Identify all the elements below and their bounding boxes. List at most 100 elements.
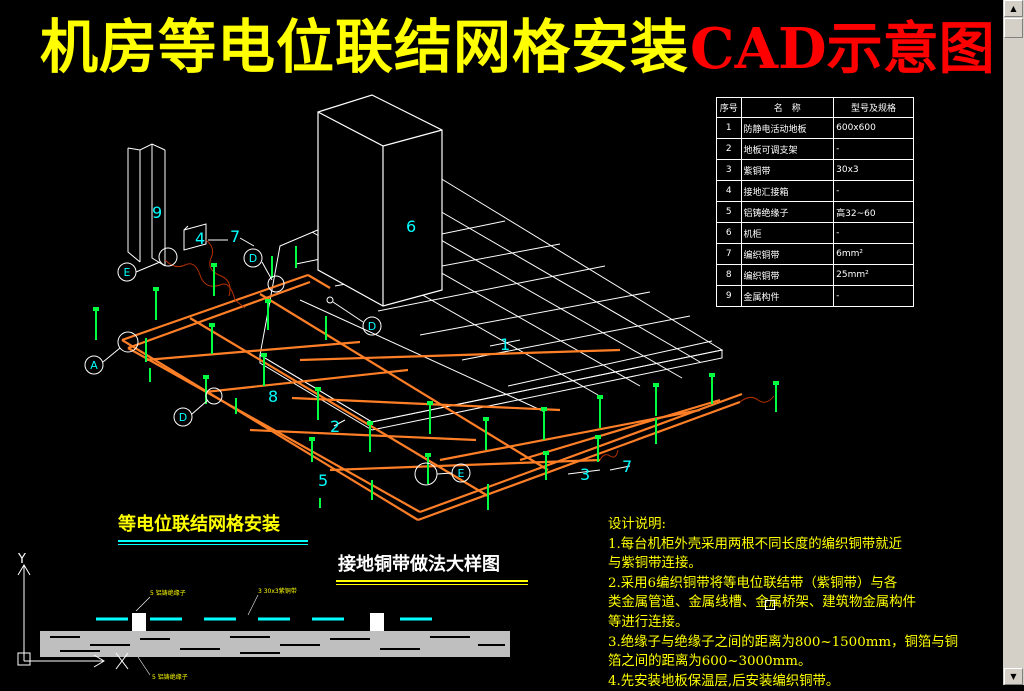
label-insulator: 5 <box>318 471 328 490</box>
table-cell: 6 <box>716 222 742 244</box>
ucs-axis-label: Y <box>17 552 26 567</box>
table-header: 型号及规格 <box>833 97 914 118</box>
table-cell: 3 <box>716 159 742 181</box>
metal-member <box>127 143 166 267</box>
bubble-e-2: E <box>458 467 465 480</box>
table-cell: 金属构件 <box>740 285 835 307</box>
isometric-grid-diagram: 1 2 3 4 5 6 7 7 8 9 A D D D E E <box>84 94 779 522</box>
strap-detail-drawing: Y 5 铝铸绝缘子 3 <box>17 552 510 681</box>
drawing-title: 机房等电位联结网格安装 <box>40 13 690 81</box>
section-title-detail: 接地铜带做法大样图 <box>338 554 500 575</box>
title-underline <box>118 540 308 542</box>
scroll-down-button[interactable]: ▼ <box>1004 668 1023 685</box>
table-cell: 4 <box>716 180 742 202</box>
table-cell: 9 <box>716 285 742 307</box>
label-cabinet: 6 <box>406 217 416 236</box>
notes-line: 类金属管道、金属线槽、金属桥架、建筑物金属构件 <box>608 595 916 611</box>
table-cell: 地板可调支架 <box>740 138 835 160</box>
notes-heading: 设计说明: <box>608 517 667 532</box>
notes-line: 2.采用6编织铜带将等电位联结带（紫铜带）与各 <box>608 575 898 591</box>
notes-line: 4.先安装地板保温层,后安装编织铜带。 <box>608 673 840 689</box>
notes-line: 箔之间的距离为600~3000mm。 <box>608 654 812 670</box>
copper-straps <box>121 273 743 522</box>
table-cell: 编织铜带 <box>740 264 835 286</box>
bubble-a: A <box>90 359 98 372</box>
table-cell: 8 <box>716 264 742 286</box>
cursor-marker <box>765 600 775 610</box>
bonding-box <box>183 223 207 251</box>
table-cell: 6mm² <box>833 243 914 265</box>
slab-hatch <box>40 631 510 657</box>
label-copper-strap: 3 <box>580 465 590 484</box>
detail-leaders <box>135 594 259 676</box>
notes-line: 3.绝缘子与绝缘子之间的距离为800~1500mm，铜箔与铜 <box>608 634 959 650</box>
table-cell: - <box>833 138 914 160</box>
table-cell: 接地汇接箱 <box>740 180 835 202</box>
title-underline <box>336 584 528 585</box>
table-header: 名 称 <box>740 97 835 118</box>
label-braid-25mm: 8 <box>268 387 278 406</box>
detail-label-insulator: 5 铝铸绝缘子 <box>150 589 186 597</box>
scroll-thumb[interactable] <box>1004 18 1023 38</box>
table-cell: 机柜 <box>740 222 835 244</box>
bubble-d-2: D <box>368 320 376 333</box>
label-braid-6mm-a: 7 <box>230 227 240 246</box>
leader-lines <box>208 237 631 475</box>
label-metal-member: 9 <box>152 203 162 222</box>
floor-pedestals <box>95 246 777 510</box>
bubble-e-1: E <box>124 266 131 279</box>
table-cell: 30x3 <box>833 159 914 181</box>
table-cell: 25mm² <box>833 264 914 286</box>
detail-label-strap: 3 30x3紫铜带 <box>258 587 297 595</box>
table-cell: 高32~60 <box>833 201 914 223</box>
table-cell: 600x600 <box>833 117 914 139</box>
table-header-row: 序号 名 称 型号及规格 <box>716 97 914 118</box>
table-cell: 5 <box>716 201 742 223</box>
table-cell: - <box>833 222 914 244</box>
table-cell: 紫铜带 <box>740 159 835 181</box>
label-bubbles <box>84 248 471 483</box>
design-notes: 设计说明: 1.每台机柜外壳采用两根不同长度的编织铜带就近 与紫铜带连接。 2.… <box>608 515 1000 689</box>
notes-line: 等进行连接。 <box>608 614 689 630</box>
bubble-d-1: D <box>249 252 257 265</box>
table-cell: 2 <box>716 138 742 160</box>
table-header: 序号 <box>716 97 742 118</box>
section-title-grid: 等电位联结网格安装 <box>118 514 280 535</box>
table-cell: 1 <box>716 117 742 139</box>
title-underline <box>336 580 528 582</box>
label-floor: 1 <box>500 335 510 354</box>
label-pedestal: 2 <box>330 417 340 436</box>
diagram-number-labels: 1 2 3 4 5 6 7 7 8 9 <box>152 203 632 490</box>
notes-line: 1.每台机柜外壳采用两根不同长度的编织铜带就近 <box>608 536 902 552</box>
scroll-up-button[interactable]: ▲ <box>1004 0 1023 17</box>
insulator-blocks <box>132 613 384 631</box>
table-cell: 7 <box>716 243 742 265</box>
braided-straps <box>164 239 775 461</box>
table-cell: 防静电活动地板 <box>740 117 835 139</box>
notes-line: 与紫铜带连接。 <box>608 556 702 572</box>
detail-label-bottom: 5 铝铸绝缘子 <box>152 673 188 681</box>
title-underline <box>118 544 308 545</box>
table-cell: 编织铜带 <box>740 243 835 265</box>
vertical-scrollbar[interactable]: ▲ ▼ <box>1003 0 1024 685</box>
label-braid-6mm-b: 7 <box>622 457 632 476</box>
bubble-d-3: D <box>179 411 187 424</box>
table-cell: 铝铸绝缘子 <box>740 201 835 223</box>
diagram-letter-labels: A D D D E E <box>90 252 464 480</box>
drawing-title-cad: CAD示意图 <box>690 16 995 82</box>
label-bonding-box: 4 <box>195 229 205 248</box>
pedestal-caps <box>93 263 779 457</box>
table-cell: - <box>833 180 914 202</box>
cabinet <box>317 94 443 307</box>
